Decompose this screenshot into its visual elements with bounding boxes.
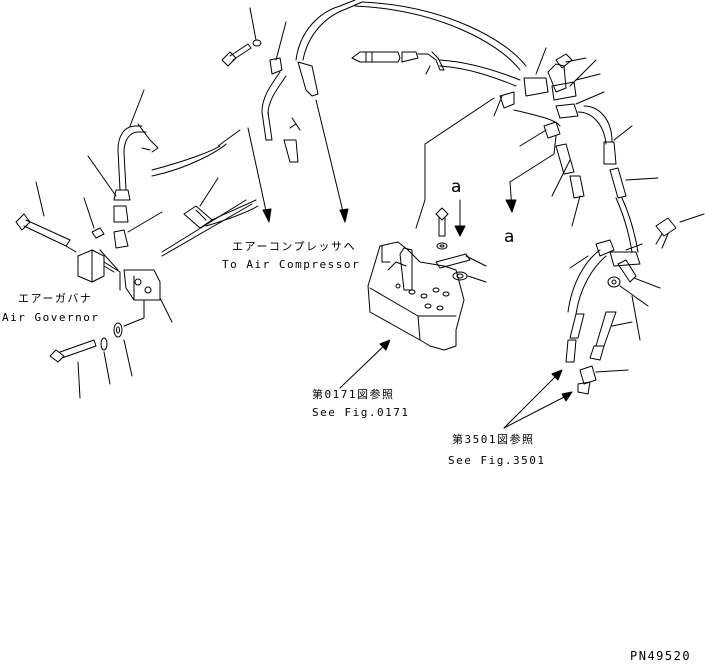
governor-bracket bbox=[123, 269, 173, 327]
pipe-left bbox=[83, 89, 241, 249]
label-governor-en: Air Governor bbox=[2, 311, 100, 324]
governor-bolt-left bbox=[15, 181, 77, 253]
hose-connector-left bbox=[183, 177, 259, 229]
detail-marker-a-top: a bbox=[451, 177, 462, 197]
bolt-top bbox=[221, 7, 262, 67]
pipe-top-right bbox=[351, 1, 527, 87]
arrow-to-block bbox=[339, 339, 391, 389]
detail-marker-a-right: a bbox=[504, 227, 515, 247]
hose-top bbox=[261, 0, 363, 163]
reservoir-block bbox=[367, 241, 465, 351]
pipe-long-center bbox=[161, 97, 495, 257]
label-see-3501-jp: 第3501図参照 bbox=[452, 433, 535, 446]
detail-a-parts bbox=[435, 199, 487, 283]
governor-bolt-lower bbox=[49, 322, 133, 399]
arrows-to-compressor bbox=[247, 99, 349, 223]
label-to-compressor-en: To Air Compressor bbox=[222, 258, 361, 271]
right-clamp-assembly bbox=[493, 47, 605, 119]
label-see-0171-jp: 第0171図参照 bbox=[312, 388, 395, 401]
label-see-0171-en: See Fig.0171 bbox=[312, 406, 410, 419]
right-hoses bbox=[505, 105, 659, 253]
clip-top bbox=[269, 21, 287, 75]
label-see-3501-en: See Fig.3501 bbox=[448, 454, 546, 467]
arrows-to-3501 bbox=[503, 369, 573, 429]
lower-right-assembly bbox=[565, 213, 705, 395]
air-governor-body bbox=[77, 249, 121, 291]
label-to-compressor-jp: エアーコンプレッサヘ bbox=[232, 240, 357, 253]
label-governor-jp: エアーガバナ bbox=[18, 292, 93, 305]
part-number-label: PN49520 bbox=[630, 649, 692, 663]
